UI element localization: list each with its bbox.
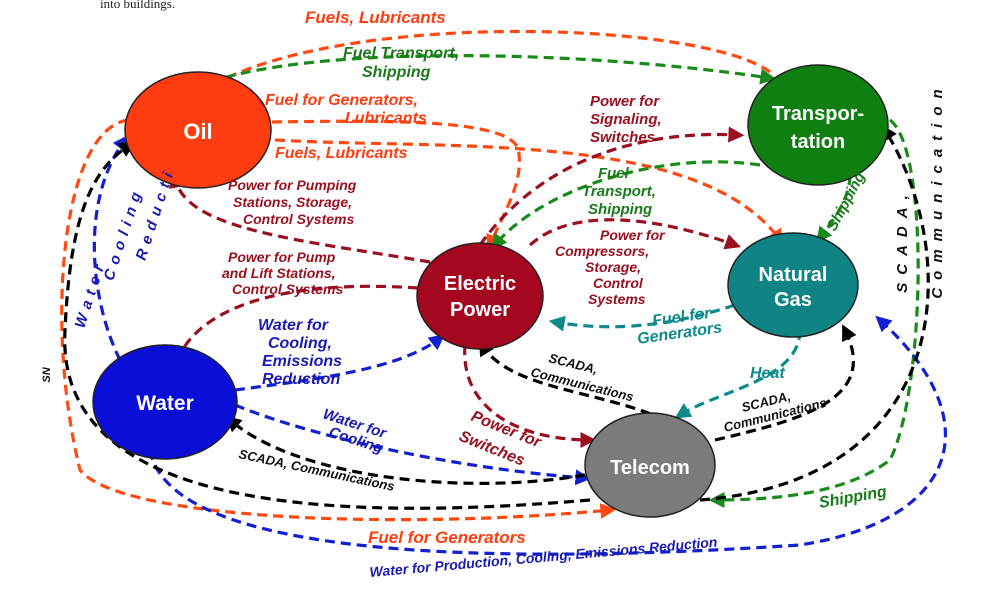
edge-oil-fuel-generators-telecom xyxy=(60,118,617,522)
edge-gas-fuel-electric xyxy=(548,303,736,332)
label-fuels-lubricants-top: Fuels, Lubricants xyxy=(305,8,446,27)
edge-transport-fuel-electric xyxy=(490,160,761,250)
label-left-edge-mark: SN xyxy=(41,366,53,382)
node-telecom: Telecom xyxy=(584,412,716,518)
header-fragment: into buildings. xyxy=(100,0,175,11)
edge-oil-fuels-lubricants-gas xyxy=(274,138,784,246)
edge-telecom-scada-oil xyxy=(63,141,591,510)
svg-text:Water: Water xyxy=(136,392,194,415)
edge-transport-shipping-gas xyxy=(816,174,852,244)
label-fuel-transport-mid-1: Fuel xyxy=(598,165,630,182)
label-fuel-transport-shipping-1: Fuel Transport, xyxy=(343,45,459,62)
label-power-pump-lift-3: Control Systems xyxy=(232,281,343,297)
label-fuels-lubricants-mid: Fuels, Lubricants xyxy=(275,145,408,162)
edge-telecom-scada-electric xyxy=(478,339,666,422)
edge-water-cooling-telecom xyxy=(234,403,592,486)
label-heat: Heat xyxy=(750,365,785,382)
label-water-cooling-emissions-4: Reduction xyxy=(262,371,340,388)
label-fuel-generators-lubricants-1: Fuel for Generators, xyxy=(265,92,418,109)
svg-text:Telecom: Telecom xyxy=(610,457,690,479)
label-power-compressors-2: Compressors, xyxy=(555,243,649,259)
label-power-compressors-1: Power for xyxy=(600,227,666,243)
label-power-signaling-3: Switches xyxy=(590,129,655,146)
svg-text:tation: tation xyxy=(791,131,845,153)
label-power-pump-lift-1: Power for Pump xyxy=(228,249,336,265)
label-fuel-transport-shipping-2: Shipping xyxy=(362,64,431,81)
svg-text:Power: Power xyxy=(450,299,510,321)
edge-electric-power-oil xyxy=(168,171,431,264)
svg-text:Electric: Electric xyxy=(444,273,516,295)
edge-transport-shipping-telecom xyxy=(708,118,920,508)
label-power-signaling-1: Power for xyxy=(590,93,660,110)
node-transportation: Transpor- tation xyxy=(747,64,889,186)
label-power-pumping-1: Power for Pumping xyxy=(228,177,357,193)
label-left-vertical-3: Reducti xyxy=(133,165,179,263)
label-power-pumping-2: Stations, Storage, xyxy=(233,194,352,210)
node-natural-gas: Natural Gas xyxy=(727,232,859,338)
label-power-pumping-3: Control Systems xyxy=(243,211,354,227)
edge-electric-power-telecom xyxy=(463,344,597,448)
label-water-cooling-emissions-1: Water for xyxy=(258,317,329,334)
label-power-signaling-2: Signaling, xyxy=(590,111,662,128)
edge-water-cooling-oil xyxy=(92,134,129,361)
edge-telecom-scada-water xyxy=(225,415,586,485)
edge-telecom-scada-gas xyxy=(714,324,857,442)
label-fuel-generators-lubricants-2: Lubricants xyxy=(345,110,427,127)
svg-text:Natural: Natural xyxy=(759,264,828,286)
node-electric-power: Electric Power xyxy=(416,242,544,350)
label-water-cooling-emissions-3: Emissions xyxy=(262,353,342,370)
label-fuel-transport-mid-3: Shipping xyxy=(588,201,652,218)
label-right-vertical-1: SCADA, xyxy=(894,187,911,293)
edge-water-cooling-electric xyxy=(234,334,446,392)
svg-text:Gas: Gas xyxy=(774,289,812,311)
edge-electric-power-gas xyxy=(528,218,742,250)
label-power-compressors-3: Storage, xyxy=(585,259,641,275)
label-right-vertical-2: Communication xyxy=(929,81,946,298)
edge-oil-fuel-generators xyxy=(271,119,521,251)
edge-water-production-gas xyxy=(148,315,947,556)
edge-telecom-scada-transport xyxy=(699,124,930,502)
label-power-compressors-5: Systems xyxy=(588,291,646,307)
label-power-compressors-4: Control xyxy=(593,275,644,291)
node-water: Water xyxy=(92,344,238,460)
label-fuel-transport-mid-2: Transport, xyxy=(582,183,656,200)
label-fuel-generators-bottom: Fuel for Generators xyxy=(368,528,526,547)
edge-electric-power-transport xyxy=(478,126,745,246)
svg-text:Transpor-: Transpor- xyxy=(772,103,864,125)
label-power-pump-lift-2: and Lift Stations, xyxy=(222,265,336,281)
svg-text:Oil: Oil xyxy=(183,119,212,144)
label-water-cooling-emissions-2: Cooling, xyxy=(268,335,332,352)
node-oil: Oil xyxy=(124,71,272,189)
edge-transport-shipping-oil xyxy=(209,54,777,85)
edge-gas-heat-telecom xyxy=(674,329,802,419)
edge-oil-fuels-lubricants-top xyxy=(199,29,771,94)
